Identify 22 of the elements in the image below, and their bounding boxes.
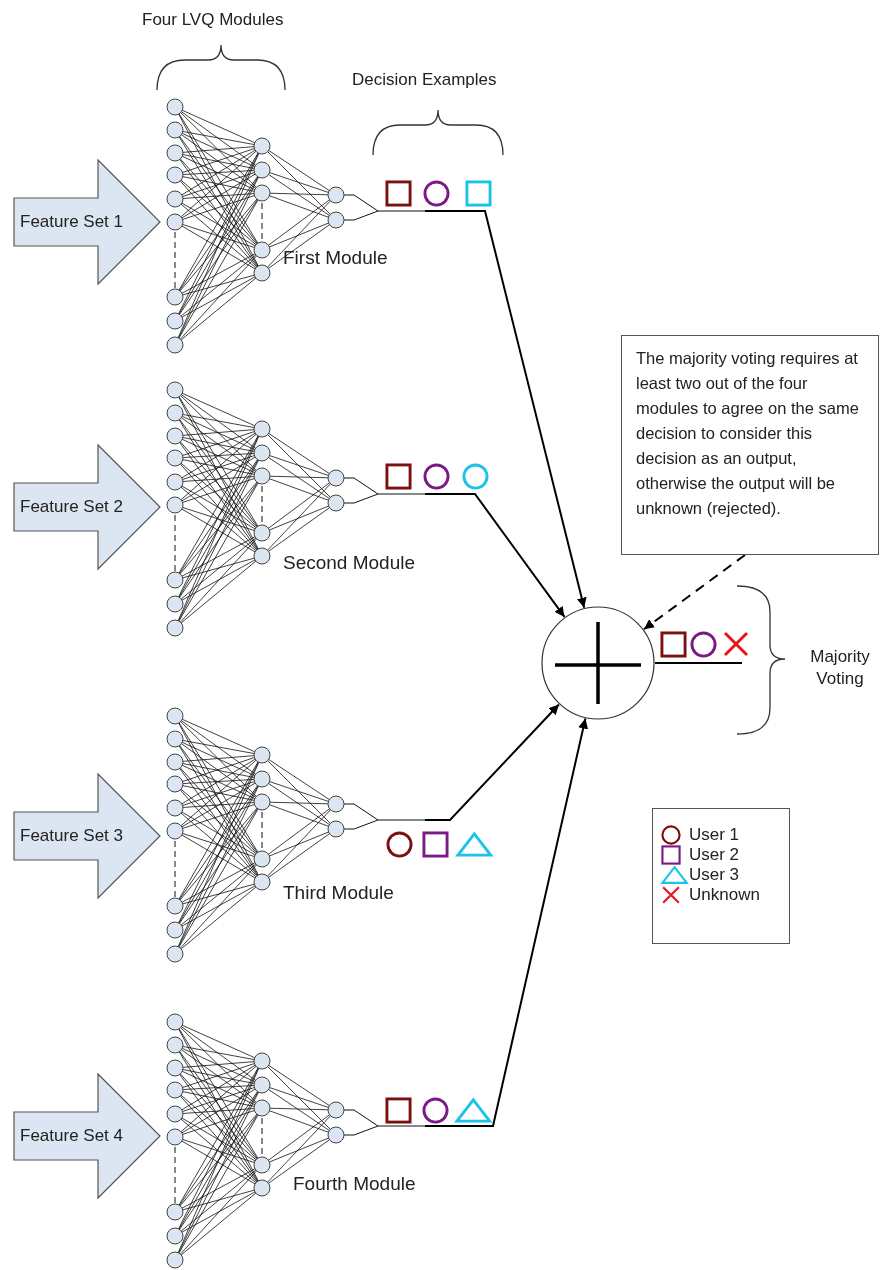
arrow-label: Feature Set 4 (20, 1126, 123, 1146)
heading-label: Decision Examples (352, 70, 497, 90)
output-line (654, 662, 743, 664)
legend-label: User 2 (689, 845, 740, 865)
brace-label: Majority Voting (809, 646, 871, 690)
arrow-label: Feature Set 3 (20, 826, 123, 846)
module-label: Third Module (283, 882, 394, 904)
arrow (424, 717, 589, 1127)
module-label: First Module (283, 247, 388, 269)
legend-label: User 3 (689, 865, 740, 885)
arrow (424, 703, 560, 821)
arrow-label: Feature Set 2 (20, 497, 123, 517)
note-box: The majority voting requires at least two out of the four modules to agree on the same decision to consider this decision as an output, otherwise the output will be unknown (rejected). (621, 335, 879, 555)
legend-label: User 1 (689, 825, 740, 845)
arrow (424, 493, 566, 618)
legend-label: Unknown (689, 885, 760, 905)
module-label: Fourth Module (293, 1173, 416, 1195)
module-label: Second Module (283, 552, 416, 574)
heading-label: Four LVQ Modules (142, 10, 284, 30)
dashed-arrow (642, 554, 746, 631)
arrow (424, 210, 587, 609)
arrow-label: Feature Set 1 (20, 212, 123, 232)
